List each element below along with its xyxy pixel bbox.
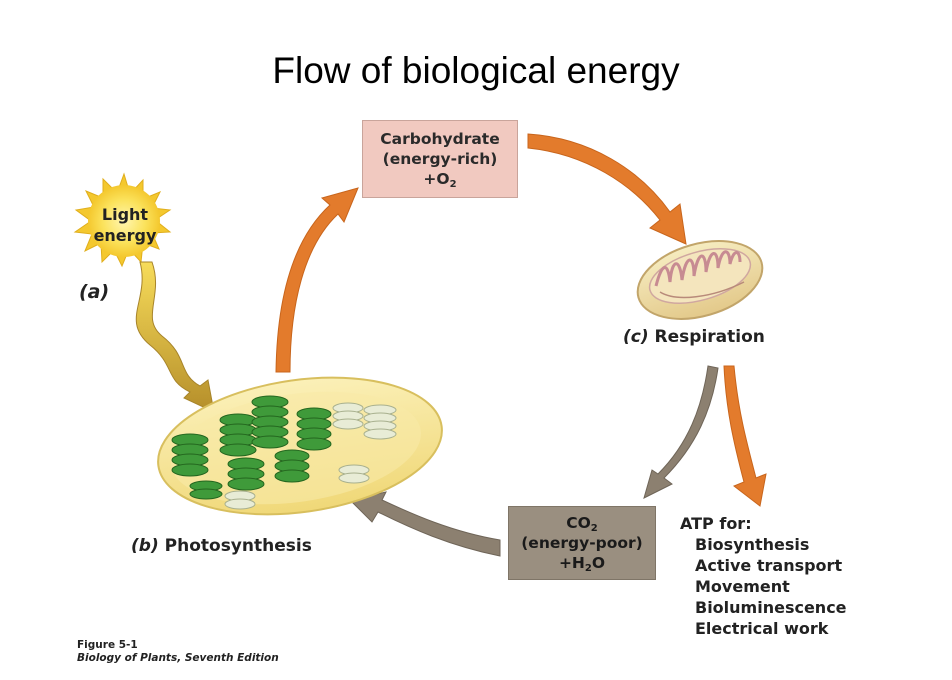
co2-energy-label: (energy-poor) (521, 534, 643, 552)
carbohydrate-label: Carbohydrate (380, 130, 500, 148)
atp-item: Active transport (695, 556, 843, 575)
arrow-respiration-to-atp (723, 365, 767, 507)
carbohydrate-box: Carbohydrate (energy-rich) +O2 (362, 120, 518, 198)
arrow-photosynthesis-to-carbohydrate (275, 187, 359, 373)
chloroplast-illustration (157, 376, 443, 516)
water-label: +H2O (558, 554, 606, 574)
atp-item: Electrical work (695, 619, 829, 638)
figure-number: Figure 5-1 (77, 639, 138, 651)
atp-item: Bioluminescence (695, 598, 847, 617)
atp-uses-list: ATP for: Biosynthesis Active transport M… (680, 513, 847, 639)
sun-icon (73, 172, 172, 268)
figure-caption: Figure 5-1 Biology of Plants, Seventh Ed… (77, 639, 279, 665)
page-title: Flow of biological energy (272, 50, 680, 91)
label-a: (a) (79, 281, 110, 303)
figure-source: Biology of Plants, Seventh Edition (77, 652, 279, 664)
arrow-respiration-to-co2 (643, 365, 719, 499)
photosynthesis-label: (b) Photosynthesis (131, 536, 312, 556)
light-energy-label: Light energy (93, 205, 157, 245)
atp-heading: ATP for: (680, 514, 752, 533)
light-energy-arrow (135, 261, 215, 413)
mitochondrion-illustration (636, 240, 764, 320)
co2-box: CO2 (energy-poor) +H2O (508, 506, 656, 580)
arrow-co2-to-photosynthesis (349, 491, 501, 557)
atp-item: Biosynthesis (695, 535, 810, 554)
atp-item: Movement (695, 577, 790, 596)
co2-label: CO2 (566, 514, 598, 534)
carbohydrate-energy-label: (energy-rich) (382, 150, 498, 168)
oxygen-label: +O2 (423, 170, 457, 190)
arrow-carbohydrate-to-respiration (527, 133, 687, 245)
respiration-label: (c) Respiration (623, 327, 765, 347)
